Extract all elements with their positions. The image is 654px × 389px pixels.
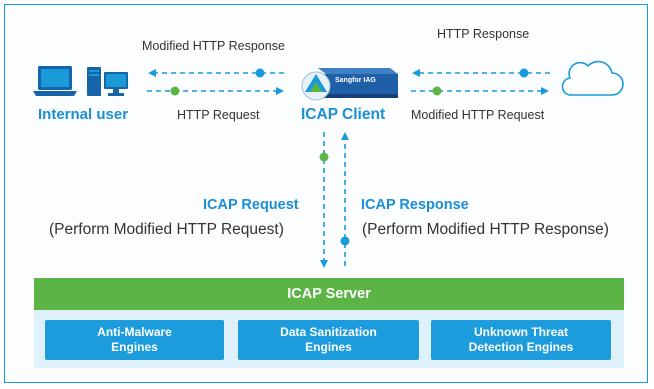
left-request-arrow <box>147 86 284 96</box>
right-request-arrow <box>411 86 549 96</box>
laptop-icon <box>33 66 77 96</box>
icap-response-title: ICAP Response <box>361 197 469 213</box>
modified-http-response-label: Modified HTTP Response <box>142 39 285 53</box>
icap-response-arrow <box>340 132 350 266</box>
left-response-arrow <box>148 68 284 78</box>
icap-response-subtitle: (Perform Modified HTTP Response) <box>362 221 609 238</box>
engine-unknown-threat: Unknown Threat Detection Engines <box>431 320 611 360</box>
iag-device-icon: Sangfor IAG <box>301 68 398 101</box>
icap-client-label: ICAP Client <box>301 106 386 123</box>
http-response-label: HTTP Response <box>437 27 530 41</box>
engines-panel: Anti-Malware Engines Data Sanitization E… <box>34 310 624 368</box>
icap-request-subtitle: (Perform Modified HTTP Request) <box>49 221 284 238</box>
icap-request-arrow <box>319 132 329 268</box>
icap-request-title: ICAP Request <box>203 197 299 213</box>
http-request-label: HTTP Request <box>177 108 260 122</box>
engine-label: Unknown Threat Detection Engines <box>468 325 574 354</box>
right-response-arrow <box>412 68 550 78</box>
engine-data-sanitization: Data Sanitization Engines <box>238 320 419 360</box>
internal-user-label: Internal user <box>38 106 129 123</box>
desktop-pc-icon <box>87 67 128 96</box>
engine-label: Anti-Malware Engines <box>97 325 172 354</box>
device-label: Sangfor IAG <box>335 77 376 84</box>
icap-server-title: ICAP Server <box>287 286 371 302</box>
icap-server-bar: ICAP Server <box>34 278 624 310</box>
engine-anti-malware: Anti-Malware Engines <box>45 320 224 360</box>
cloud-icon <box>561 60 624 96</box>
modified-http-request-label: Modified HTTP Request <box>411 108 545 122</box>
engine-label: Data Sanitization Engines <box>280 325 377 354</box>
